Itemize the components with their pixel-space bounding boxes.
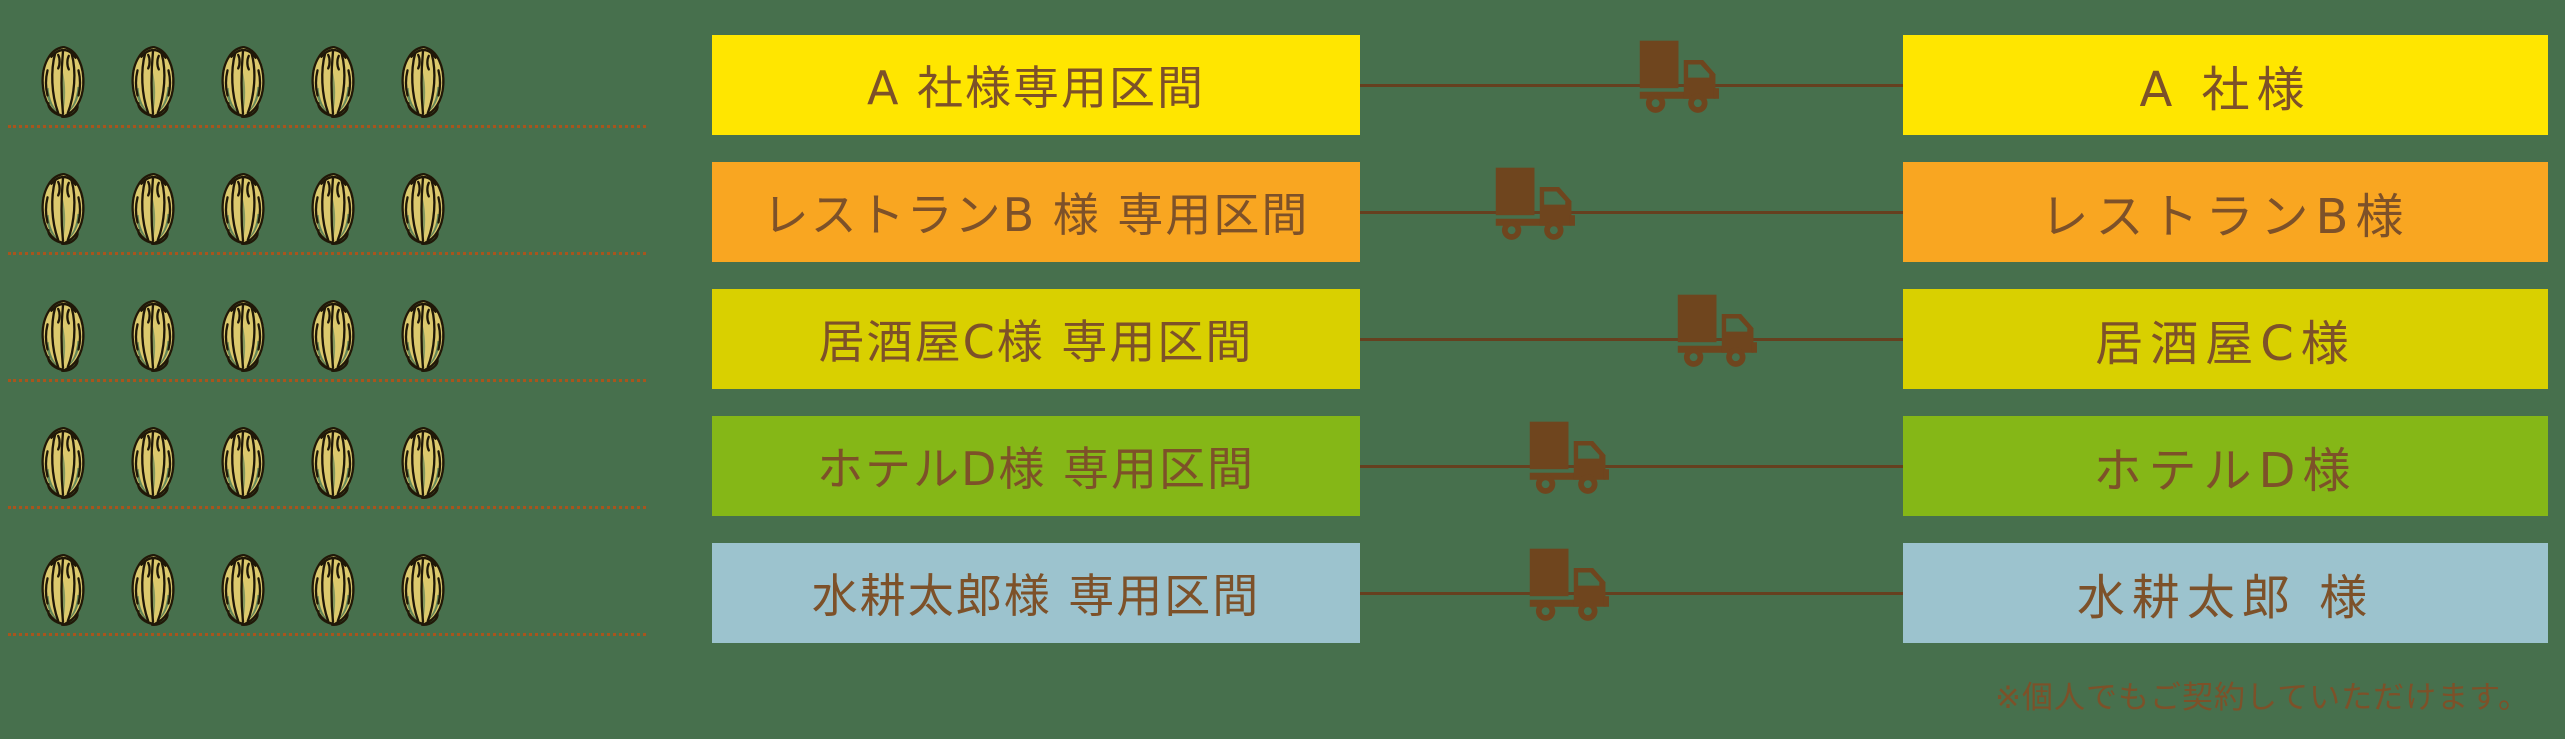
lettuce-icon xyxy=(124,295,182,375)
customer-label-suiko-taro: 水耕太郎 様 xyxy=(1903,543,2548,643)
field-divider-line xyxy=(8,252,646,255)
lettuce-icon xyxy=(214,549,272,629)
lettuce-icon xyxy=(34,168,92,248)
lettuce-row xyxy=(8,293,646,379)
customer-label-restaurant-b: レストランB様 xyxy=(1903,162,2548,262)
customer-label-hotel-d: ホテルD様 xyxy=(1903,416,2548,516)
lettuce-row xyxy=(8,547,646,633)
delivery-line xyxy=(1360,592,1903,595)
customer-label-izakaya-c: 居酒屋C様 xyxy=(1903,289,2548,389)
lettuce-icon xyxy=(34,41,92,121)
lettuce-icon xyxy=(124,168,182,248)
lettuce-icon xyxy=(34,295,92,375)
lettuce-icon xyxy=(214,295,272,375)
section-label-suiko-taro: 水耕太郎様 専用区間 xyxy=(712,543,1360,643)
customer-label-a: A 社様 xyxy=(1903,35,2548,135)
lettuce-row xyxy=(8,420,646,506)
lettuce-icon xyxy=(124,41,182,121)
field-divider-line xyxy=(8,506,646,509)
field-divider-line xyxy=(8,379,646,382)
delivery-line xyxy=(1360,211,1903,214)
lettuce-row xyxy=(8,166,646,252)
delivery-line xyxy=(1360,84,1903,87)
lettuce-row xyxy=(8,39,646,125)
delivery-line xyxy=(1360,465,1903,468)
section-label-izakaya-c: 居酒屋C様 専用区間 xyxy=(712,289,1360,389)
lettuce-icon xyxy=(394,549,452,629)
lettuce-icon xyxy=(214,422,272,502)
delivery-truck-icon xyxy=(1676,291,1764,367)
footnote: ※個人でもご契約していただけます。 xyxy=(1995,680,2530,716)
lettuce-icon xyxy=(34,422,92,502)
lettuce-icon xyxy=(394,41,452,121)
lettuce-icon xyxy=(394,295,452,375)
delivery-truck-icon xyxy=(1494,164,1582,240)
lettuce-icon xyxy=(304,295,362,375)
lettuce-icon xyxy=(394,422,452,502)
field-divider-line xyxy=(8,633,646,636)
lettuce-icon xyxy=(394,168,452,248)
field-divider-line xyxy=(8,125,646,128)
lettuce-icon xyxy=(304,41,362,121)
delivery-truck-icon xyxy=(1528,418,1616,494)
lettuce-icon xyxy=(214,168,272,248)
section-label-a: A 社様専用区間 xyxy=(712,35,1360,135)
lettuce-icon xyxy=(214,41,272,121)
lettuce-icon xyxy=(304,168,362,248)
section-label-hotel-d: ホテルD様 専用区間 xyxy=(712,416,1360,516)
lettuce-icon xyxy=(124,422,182,502)
delivery-line xyxy=(1360,338,1903,341)
lettuce-icon xyxy=(304,549,362,629)
lettuce-icon xyxy=(304,422,362,502)
delivery-truck-icon xyxy=(1528,545,1616,621)
section-label-restaurant-b: レストランB 様 専用区間 xyxy=(712,162,1360,262)
delivery-truck-icon xyxy=(1638,37,1726,113)
lettuce-icon xyxy=(34,549,92,629)
lettuce-icon xyxy=(124,549,182,629)
